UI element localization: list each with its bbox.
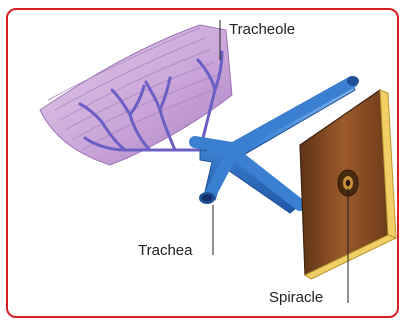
spiracle-label: Spiracle [269,290,323,305]
tracheole-label: Tracheole [229,22,295,37]
trachea-label: Trachea [138,243,192,258]
